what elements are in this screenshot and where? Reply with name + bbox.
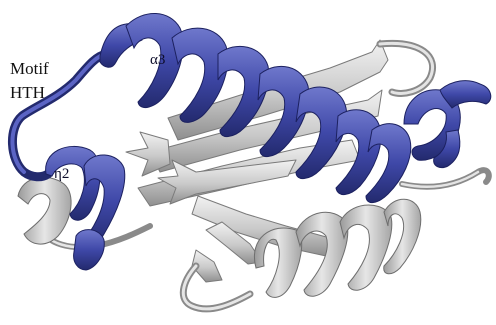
label-alpha3: α3 [150, 52, 165, 68]
label-motif-hth-line1: Motif [10, 59, 49, 78]
loop-top-right-highlight [380, 43, 433, 93]
grey-alpha-helix [254, 199, 420, 297]
grey-helix-turn-3 [340, 205, 392, 290]
eta2-turn-3 [74, 230, 105, 270]
grey-lower-left-turn [18, 177, 71, 244]
label-motif-hth-line2: HTH [10, 83, 45, 102]
alpha3-helix [100, 13, 491, 202]
grey-helix-turn-1 [254, 228, 301, 297]
label-eta2: η2 [54, 166, 69, 182]
grey-lower-left-helix [18, 177, 71, 244]
